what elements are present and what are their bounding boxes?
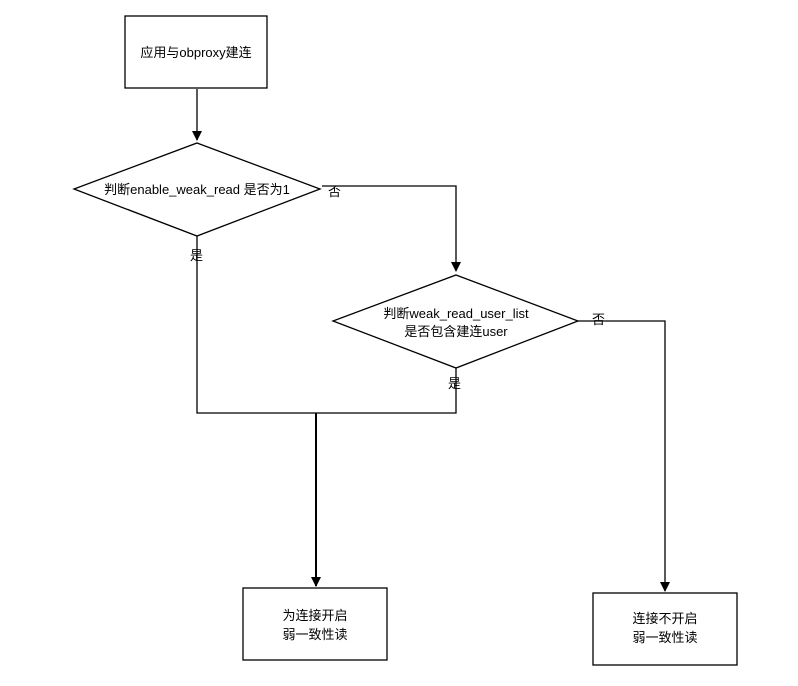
decision1-diamond — [72, 142, 322, 237]
disable-box — [592, 592, 738, 666]
decision2-label-line1: 判断weak_read_user_list — [383, 306, 529, 321]
edge-decision1-yes — [196, 233, 316, 414]
start-label: 应用与obproxy建连 — [140, 45, 251, 60]
decision1-label: 判断enable_weak_read 是否为1 — [104, 182, 290, 197]
decision1-no-label: 否 — [328, 184, 341, 199]
edge-decision2-yes — [316, 368, 457, 414]
decision1-yes-label: 是 — [190, 248, 203, 263]
decision2-yes-label: 是 — [448, 376, 461, 391]
enable-box — [242, 587, 388, 661]
decision2-no-label: 否 — [592, 312, 605, 327]
connectors — [192, 89, 670, 592]
edge-decision1-no — [322, 185, 461, 272]
disable-label-line2: 弱一致性读 — [632, 630, 697, 645]
enable-label-line1: 为连接开启 — [282, 608, 347, 623]
decision2-diamond — [331, 274, 580, 369]
enable-label-line2: 弱一致性读 — [282, 627, 347, 642]
disable-label-line1: 连接不开启 — [632, 611, 697, 626]
edge-decision2-no — [578, 320, 670, 592]
decision2-label-line2: 是否包含建连user — [404, 324, 508, 339]
start-box — [124, 15, 268, 89]
